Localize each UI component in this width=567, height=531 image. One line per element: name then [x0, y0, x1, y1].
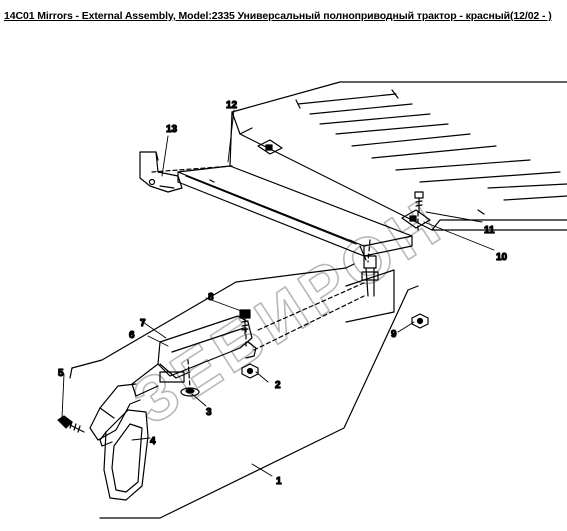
callout-7: 7: [140, 318, 146, 329]
washer-part-3: [180, 387, 200, 397]
callout-2: 2: [275, 380, 281, 391]
callout-6: 6: [129, 330, 135, 341]
bracket-part-13: [139, 151, 183, 193]
cab-roof: [231, 81, 567, 231]
callout-11: 11: [484, 225, 495, 236]
nut-part-9: [411, 313, 429, 329]
callout-8: 8: [208, 292, 214, 303]
pivot-post: [345, 255, 395, 323]
diagram-title: 14C01 Mirrors - External Assembly, Model…: [4, 10, 552, 22]
mirror-assembly-outline: [69, 263, 419, 519]
screw-part-11: [414, 191, 424, 213]
bolt-part-8: [239, 309, 251, 335]
leader-lines: [61, 109, 495, 477]
watermark: ЗЕБИРОН: [120, 185, 457, 439]
callout-1: 1: [276, 476, 282, 487]
mirror-head-part-4: [99, 409, 149, 501]
callout-4: 4: [150, 436, 156, 447]
callout-10: 10: [496, 252, 508, 263]
callout-labels: 13 12 11 10 8 9 7 6 5 2 3 4 1: [57, 99, 508, 487]
callout-3: 3: [206, 407, 212, 418]
callout-12: 12: [226, 100, 238, 111]
callout-5: 5: [58, 368, 64, 379]
roof-pads: [257, 139, 431, 229]
callout-13: 13: [166, 124, 178, 135]
callout-9: 9: [391, 329, 397, 340]
